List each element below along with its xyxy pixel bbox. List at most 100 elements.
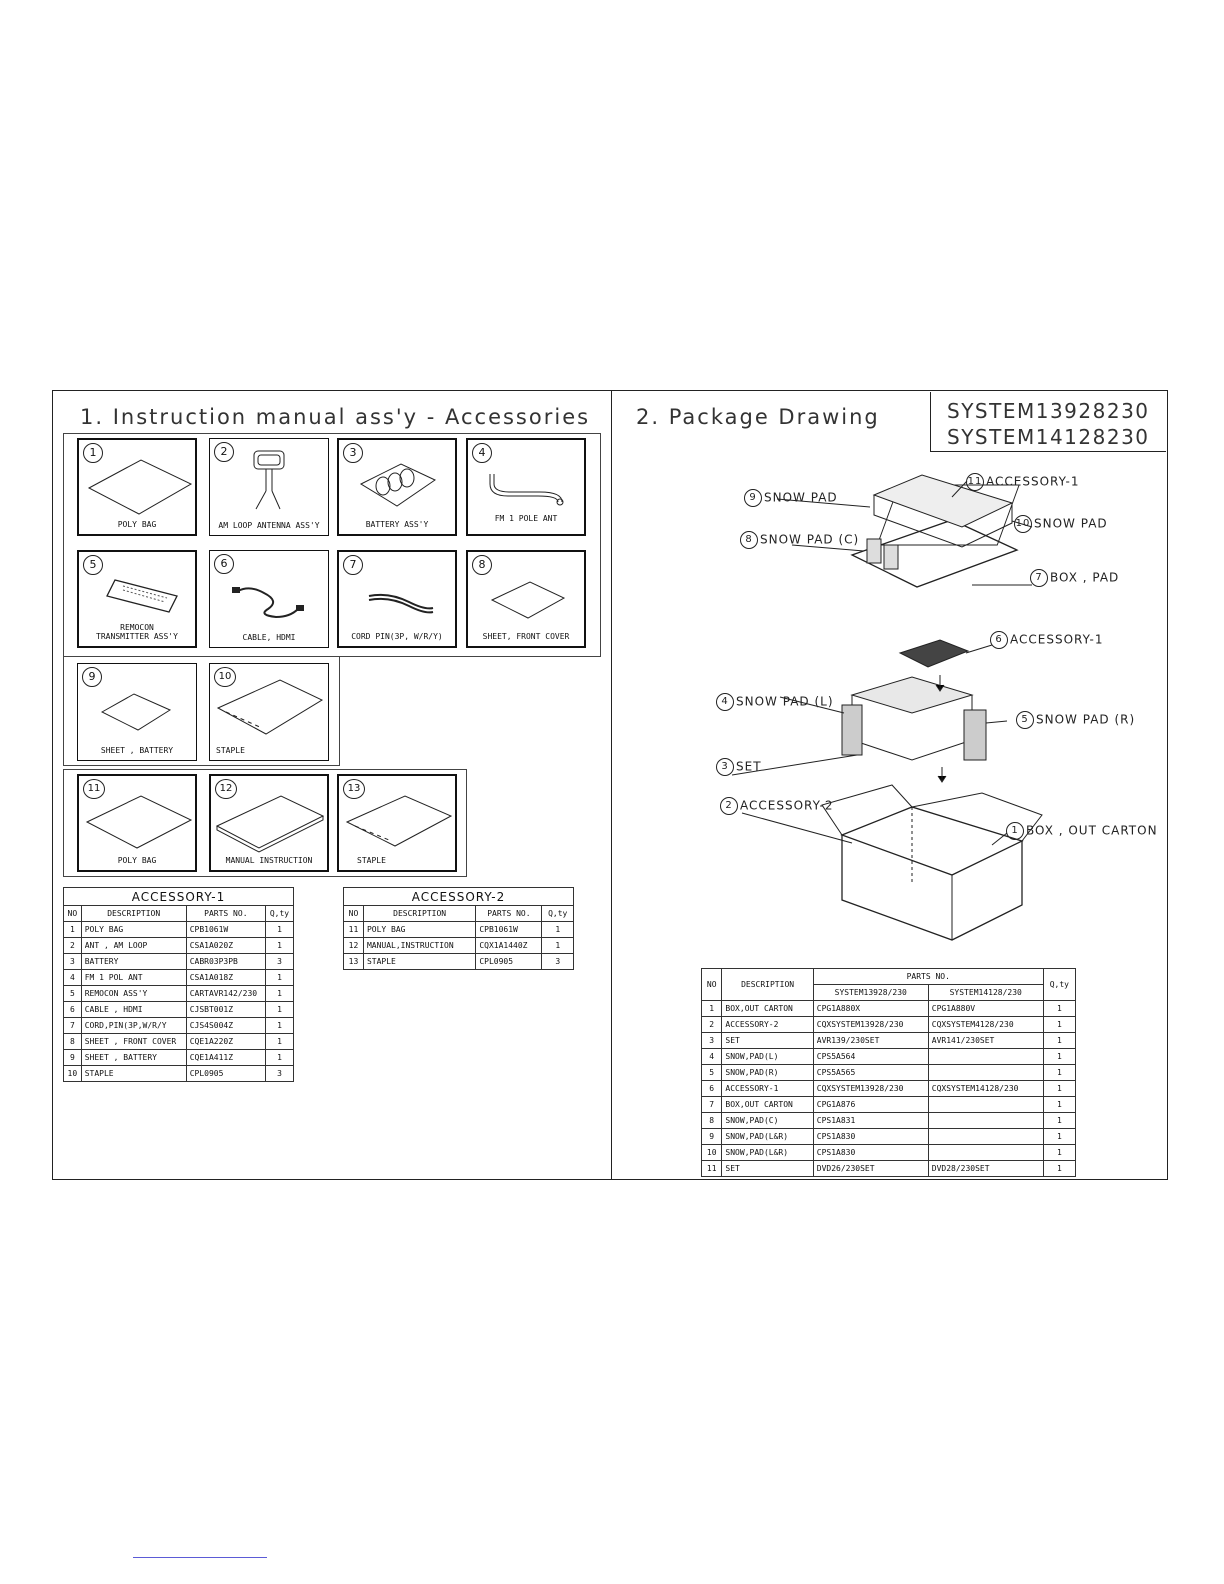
table-cell: 1: [1042, 1064, 1077, 1081]
table-cell: [927, 1064, 1044, 1081]
poly-bag-icon: [85, 795, 193, 849]
system-models-box: SYSTEM13928230 SYSTEM14128230: [930, 392, 1166, 452]
item-caption: BATTERY ASS'Y: [365, 520, 429, 529]
table-cell: CSA1A020Z: [185, 937, 267, 954]
callout-text: BOX , PAD: [1050, 570, 1120, 585]
header-qty: Q,ty: [265, 905, 294, 922]
table-header-row: NO DESCRIPTION PARTS NO. Q,ty: [700, 968, 1077, 1001]
item-caption: FM 1 POLE ANT: [494, 514, 558, 523]
table-cell: 1: [541, 921, 574, 938]
table-cell: CPL0905: [475, 953, 543, 970]
item-number: 11: [83, 779, 105, 799]
table-cell: 11: [343, 921, 364, 938]
accessory-group-battery: [63, 656, 340, 766]
callout-number: 7: [1030, 569, 1048, 587]
accessory-panel-13: 13 STAPLE: [337, 774, 457, 872]
table-cell: CJSBT001Z: [185, 1001, 267, 1018]
package-section-title: 2. Package Drawing: [636, 405, 880, 429]
table-cell: 9: [63, 1049, 82, 1066]
item-caption: MANUAL INSTRUCTION: [225, 856, 313, 865]
header-description: DESCRIPTION: [80, 905, 187, 922]
item-number: 4: [472, 443, 492, 463]
table-cell: 1: [1042, 1128, 1077, 1145]
accessory1-table: ACCESSORY-1 NO DESCRIPTION PARTS NO. Q,t…: [63, 887, 294, 1082]
table-cell: BOX,OUT CARTON: [721, 1096, 814, 1113]
header-system-2: SYSTEM14128/230: [927, 984, 1044, 1001]
table-cell: 1: [700, 1000, 723, 1017]
table-cell: STAPLE: [80, 1065, 187, 1082]
table-cell: [927, 1096, 1044, 1113]
table-cell: CJS4S004Z: [185, 1017, 267, 1034]
callout-number: 1: [1006, 822, 1024, 840]
header-parts-no: PARTS NO.: [812, 968, 1044, 985]
table-cell: 1: [1042, 1080, 1077, 1097]
table-cell: 1: [1042, 1096, 1077, 1113]
table-cell: 1: [265, 1001, 294, 1018]
table-cell: REMOCON ASS'Y: [80, 985, 187, 1002]
table-cell: 1: [1042, 1048, 1077, 1065]
header-description: DESCRIPTION: [362, 905, 477, 922]
table-cell: [927, 1048, 1044, 1065]
table-cell: CPL0905: [185, 1065, 267, 1082]
callout-number: 6: [990, 631, 1008, 649]
table-cell: 12: [343, 937, 364, 954]
table-cell: CQE1A411Z: [185, 1049, 267, 1066]
accessory-panel-12: 12 MANUAL INSTRUCTION: [209, 774, 329, 872]
table-cell: 5: [700, 1064, 723, 1081]
table-cell: SNOW,PAD(L&R): [721, 1128, 814, 1145]
table-subheader-row: SYSTEM13928/230 SYSTEM14128/230: [702, 984, 1076, 1001]
callout-number: 8: [740, 531, 758, 549]
table-cell: SHEET , BATTERY: [80, 1049, 187, 1066]
table-cell: 9: [700, 1128, 723, 1145]
table-cell: 2: [63, 937, 82, 954]
item-number: 5: [83, 555, 103, 575]
accessory2-table: ACCESSORY-2 NO DESCRIPTION PARTS NO. Q,t…: [343, 887, 574, 970]
accessory-panel-9: 9 SHEET , BATTERY: [77, 663, 197, 761]
accessories-section-title: 1. Instruction manual ass'y - Accessorie…: [80, 405, 591, 429]
table-cell: BATTERY: [80, 953, 187, 970]
item-caption: CABLE, HDMI: [242, 633, 296, 642]
item-caption: SHEET, FRONT COVER: [482, 632, 570, 641]
table-cell: CABLE , HDMI: [80, 1001, 187, 1018]
table-cell: 1: [1042, 1160, 1077, 1177]
table-cell: AVR139/230SET: [812, 1032, 929, 1049]
item-number: 2: [214, 442, 234, 462]
table-cell: 11: [700, 1160, 723, 1177]
table-cell: CPS1A830: [812, 1128, 929, 1145]
table-cell: CPS1A830: [812, 1144, 929, 1161]
table-cell: 1: [265, 969, 294, 986]
accessory-panel-2: 2 AM LOOP ANTENNA ASS'Y: [209, 438, 329, 536]
accessory-panel-4: 4 FM 1 POLE ANT: [466, 438, 586, 536]
table-cell: 3: [541, 953, 574, 970]
rca-cord-icon: [368, 593, 434, 614]
table-cell: SHEET , FRONT COVER: [80, 1033, 187, 1050]
table-cell: 4: [63, 969, 82, 986]
table-cell: AVR141/230SET: [927, 1032, 1044, 1049]
table-header-row: NO DESCRIPTION PARTS NO. Q,ty: [343, 905, 574, 922]
table-cell: 3: [265, 1065, 294, 1082]
callout-text: SNOW PAD (R): [1036, 712, 1136, 727]
item-number: 1: [83, 443, 103, 463]
item-number: 8: [472, 555, 492, 575]
header-no: NO: [343, 905, 364, 922]
table-cell: 1: [265, 1033, 294, 1050]
table-cell: CPB1061W: [475, 921, 543, 938]
table-cell: 13: [343, 953, 364, 970]
header-qty: Q,ty: [1042, 968, 1077, 1001]
table-cell: 1: [265, 921, 294, 938]
system-model-2: SYSTEM14128230: [947, 425, 1150, 449]
item-caption: REMOCON: [120, 623, 154, 632]
callout-text: ACCESSORY-1: [986, 474, 1080, 489]
